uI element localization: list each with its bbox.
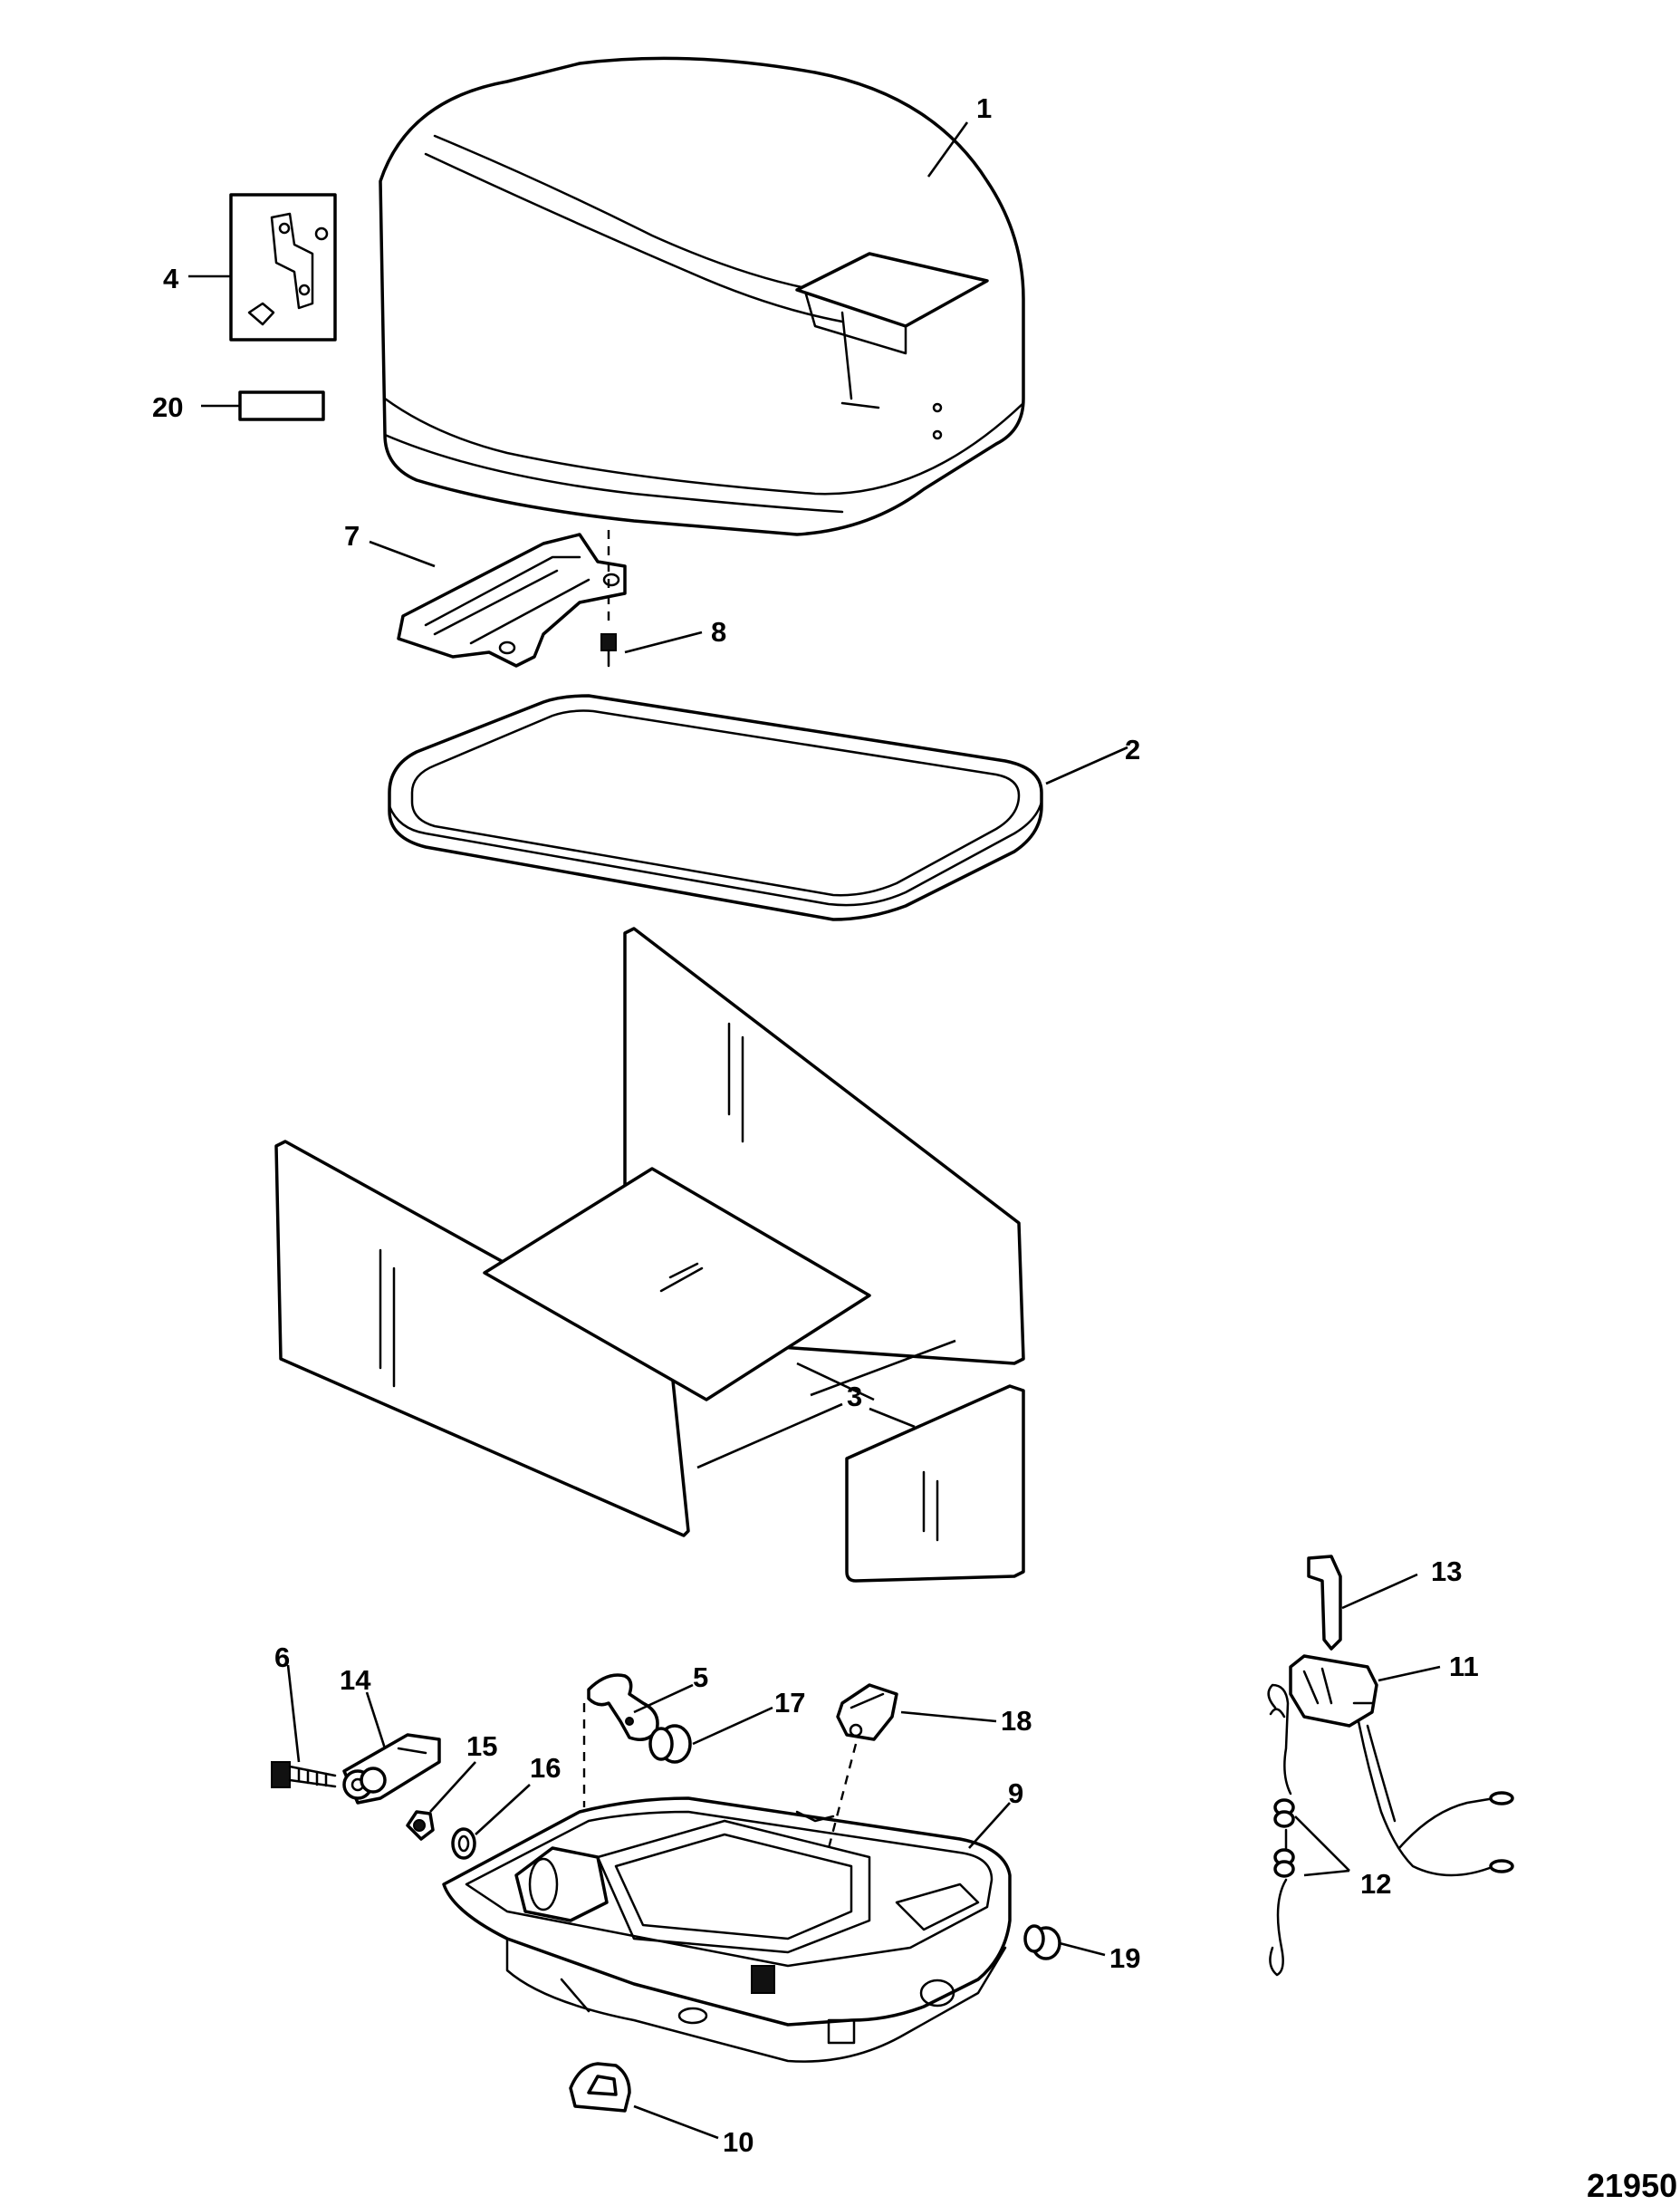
cowl-seal-part[interactable] xyxy=(388,694,1043,921)
decal-part[interactable] xyxy=(238,390,325,421)
callout-14: 14 xyxy=(340,1664,371,1696)
figure-number: 21950 xyxy=(1587,2167,1677,2204)
plug-part[interactable] xyxy=(1023,1924,1061,1960)
callout-20: 20 xyxy=(152,391,183,423)
callout-15: 15 xyxy=(466,1730,497,1762)
callout-17: 17 xyxy=(774,1687,805,1719)
screw-part[interactable] xyxy=(600,530,617,668)
latch-part[interactable] xyxy=(397,533,627,668)
top-cowl-part[interactable] xyxy=(379,56,1025,536)
stop-switch-part[interactable] xyxy=(1289,1654,1514,1877)
acoustic-panel-set-part[interactable] xyxy=(274,927,1025,1583)
callout-9: 9 xyxy=(1008,1777,1023,1809)
leader-lines xyxy=(188,121,1441,2140)
callout-labels: 1 2 3 4 5 6 7 8 9 10 11 12 13 14 15 16 1… xyxy=(152,92,1479,2158)
callout-16: 16 xyxy=(530,1752,561,1784)
callout-18: 18 xyxy=(1001,1705,1032,1737)
callout-13: 13 xyxy=(1431,1555,1462,1587)
washer-part[interactable] xyxy=(451,1827,476,1860)
callout-4: 4 xyxy=(163,263,179,294)
callout-1: 1 xyxy=(976,92,992,124)
bolt-part[interactable] xyxy=(271,1761,337,1788)
callout-19: 19 xyxy=(1109,1942,1140,1974)
callout-3: 3 xyxy=(847,1381,862,1412)
bottom-cowl-part[interactable] xyxy=(442,1796,1012,2063)
switch-cover-part[interactable] xyxy=(1307,1555,1342,1651)
callout-5: 5 xyxy=(693,1661,708,1693)
callout-10: 10 xyxy=(723,2126,754,2158)
nut-part[interactable] xyxy=(406,1810,435,1841)
lanyard-part[interactable] xyxy=(1267,1683,1295,1977)
callout-7: 7 xyxy=(344,520,360,552)
clip-part[interactable] xyxy=(569,2062,631,2113)
grommet-part[interactable] xyxy=(648,1724,692,1764)
callout-6: 6 xyxy=(274,1642,290,1673)
callout-12: 12 xyxy=(1360,1868,1391,1900)
callout-11: 11 xyxy=(1449,1651,1479,1682)
callout-8: 8 xyxy=(711,616,726,648)
latch-bracket-kit-part[interactable] xyxy=(229,193,337,342)
hinge-link-part[interactable] xyxy=(342,1733,441,1805)
callout-2: 2 xyxy=(1125,734,1140,765)
catch-part[interactable] xyxy=(582,1673,659,1807)
lever-part[interactable] xyxy=(827,1683,898,1849)
